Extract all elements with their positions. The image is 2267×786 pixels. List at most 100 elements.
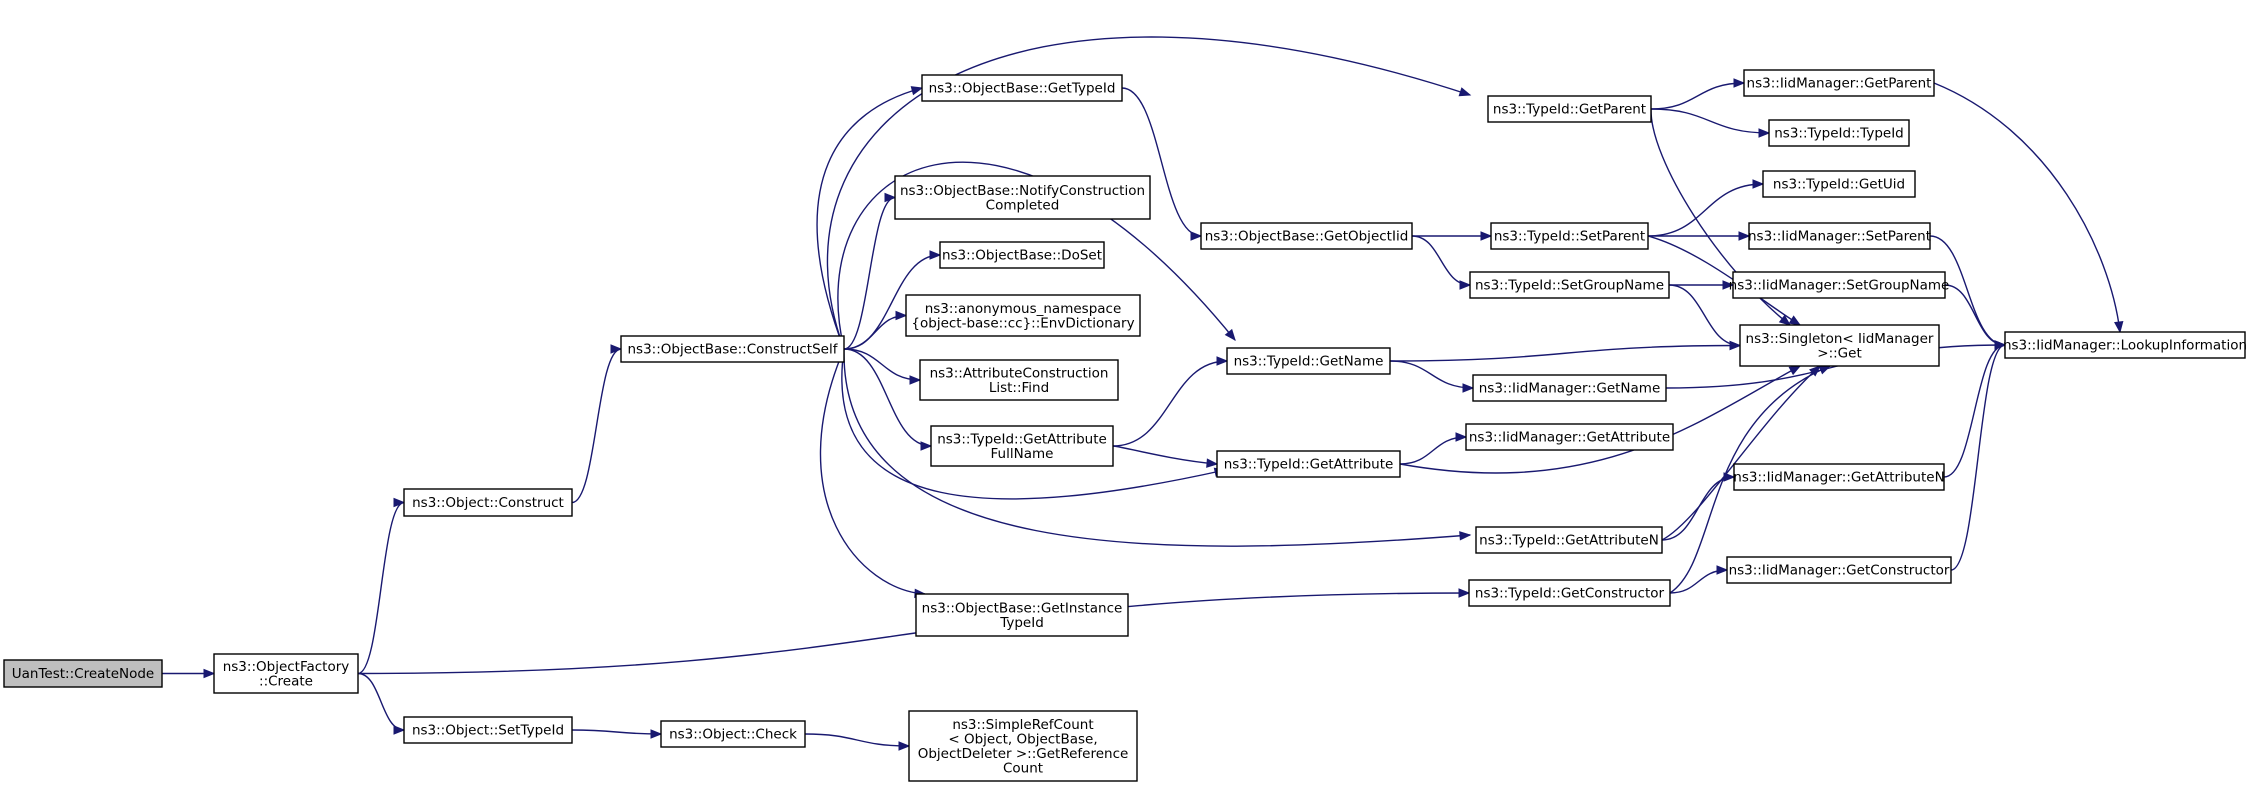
node-label: ns3::IidManager::LookupInformation bbox=[2003, 338, 2247, 354]
node-label: ns3::IidManager::SetParent bbox=[1748, 229, 1931, 245]
call-edge bbox=[843, 348, 932, 447]
call-edge bbox=[1411, 235, 1471, 286]
node-label: ns3::AttributeConstruction bbox=[930, 365, 1109, 381]
arrowhead bbox=[393, 497, 406, 508]
arrowhead bbox=[1818, 365, 1832, 375]
function-node[interactable]: ns3::IidManager::GetName bbox=[1472, 374, 1667, 402]
call-edge bbox=[1933, 82, 2121, 333]
function-node[interactable]: ns3::ObjectBase::NotifyConstructionCompl… bbox=[894, 175, 1151, 220]
arrowhead bbox=[1216, 356, 1229, 366]
node-box bbox=[1226, 347, 1391, 375]
function-node[interactable]: ns3::ObjectBase::GetObjectIid bbox=[1200, 222, 1413, 250]
function-node[interactable]: ns3::IidManager::GetAttribute bbox=[1465, 423, 1674, 451]
function-node[interactable]: ns3::TypeId::GetName bbox=[1226, 347, 1391, 375]
node-box bbox=[1490, 222, 1649, 250]
call-edge bbox=[357, 592, 1470, 675]
function-node[interactable]: ns3::IidManager::LookupInformation bbox=[2003, 331, 2247, 359]
arrowhead bbox=[1458, 87, 1472, 97]
function-node[interactable]: ns3::anonymous_namespace{object-base::cc… bbox=[905, 294, 1141, 337]
call-edge bbox=[1943, 344, 2006, 478]
arrowhead bbox=[1778, 314, 1792, 326]
function-node[interactable]: ns3::IidManager::GetAttributeN bbox=[1733, 463, 1945, 491]
node-label: ns3::IidManager::GetName bbox=[1479, 381, 1661, 397]
node-box bbox=[1475, 526, 1663, 554]
function-node[interactable]: ns3::TypeId::GetAttribute bbox=[1216, 450, 1401, 478]
call-edge bbox=[1647, 235, 1801, 326]
arrowhead bbox=[909, 375, 922, 385]
node-label: ns3::IidManager::GetAttribute bbox=[1469, 430, 1670, 446]
arrowhead bbox=[898, 741, 911, 751]
function-node[interactable]: ns3::TypeId::GetParent bbox=[1487, 95, 1652, 123]
node-label: ns3::TypeId::GetAttributeN bbox=[1479, 533, 1659, 549]
function-node[interactable]: ns3::TypeId::GetAttributeN bbox=[1475, 526, 1663, 554]
function-node[interactable]: ns3::Object::Check bbox=[660, 720, 806, 748]
function-node[interactable]: ns3::ObjectBase::ConstructSelf bbox=[620, 335, 845, 363]
function-node[interactable]: ns3::IidManager::GetParent bbox=[1743, 69, 1935, 97]
node-label: ns3::TypeId::GetAttribute bbox=[1224, 457, 1394, 473]
call-edge bbox=[357, 672, 405, 731]
call-edge bbox=[1944, 284, 2006, 346]
node-label: ns3::SimpleRefCount bbox=[952, 717, 1093, 733]
node-box bbox=[1487, 95, 1652, 123]
node-label: ns3::TypeId::GetParent bbox=[1493, 102, 1646, 118]
function-node[interactable]: ns3::Object::SetTypeId bbox=[403, 716, 573, 744]
arrowhead bbox=[203, 668, 216, 679]
arrowhead bbox=[1206, 458, 1219, 468]
function-node[interactable]: ns3::TypeId::SetGroupName bbox=[1469, 271, 1670, 299]
call-edge bbox=[357, 501, 405, 675]
arrowhead bbox=[1788, 365, 1802, 376]
node-label: ns3::Object::SetTypeId bbox=[412, 723, 564, 739]
arrowhead bbox=[1788, 315, 1802, 326]
node-box bbox=[939, 241, 1105, 269]
call-edge bbox=[1661, 476, 1735, 541]
node-box bbox=[1762, 170, 1916, 198]
nodes-layer: UanTest::CreateNode ns3::ObjectFactory::C… bbox=[3, 69, 2247, 782]
node-label: {object-base::cc}::EnvDictionary bbox=[911, 315, 1134, 331]
function-node[interactable]: ns3::IidManager::SetParent bbox=[1748, 222, 1931, 250]
node-label: ns3::ObjectBase::GetTypeId bbox=[929, 81, 1116, 97]
node-box bbox=[921, 74, 1123, 102]
arrowhead bbox=[920, 441, 933, 451]
node-label: ns3::TypeId::SetParent bbox=[1494, 229, 1645, 245]
node-box bbox=[919, 359, 1119, 401]
function-node[interactable]: ns3::ObjectBase::DoSet bbox=[939, 241, 1105, 269]
function-node[interactable]: ns3::TypeId::SetParent bbox=[1490, 222, 1649, 250]
call-edge bbox=[1650, 108, 1791, 326]
arrowhead bbox=[1480, 231, 1493, 241]
node-label: List::Find bbox=[989, 380, 1049, 396]
call-edge bbox=[1121, 87, 1202, 237]
node-label: FullName bbox=[991, 446, 1054, 462]
node-label: ns3::ObjectBase::NotifyConstruction bbox=[900, 183, 1145, 199]
function-node[interactable]: ns3::SimpleRefCount< Object, ObjectBase,… bbox=[908, 710, 1138, 782]
arrowhead bbox=[1462, 383, 1475, 393]
node-label: UanTest::CreateNode bbox=[12, 666, 154, 682]
function-node[interactable]: ns3::ObjectFactory::Create bbox=[213, 653, 359, 694]
function-node[interactable]: ns3::IidManager::SetGroupName bbox=[1729, 271, 1950, 299]
node-box bbox=[1469, 271, 1670, 299]
function-node[interactable]: ns3::Object::Construct bbox=[403, 488, 573, 517]
node-box bbox=[660, 720, 806, 748]
call-edge bbox=[804, 733, 910, 747]
node-box bbox=[1216, 450, 1401, 478]
node-box bbox=[905, 294, 1141, 337]
node-box bbox=[3, 659, 163, 688]
arrowhead bbox=[1722, 280, 1735, 290]
function-node[interactable]: ns3::Singleton< IidManager>::Get bbox=[1739, 324, 1940, 367]
function-node[interactable]: ns3::IidManager::GetConstructor bbox=[1726, 556, 1952, 584]
node-box bbox=[213, 653, 359, 694]
function-node[interactable]: ns3::TypeId::TypeId bbox=[1768, 119, 1910, 147]
function-node[interactable]: ns3::ObjectBase::GetTypeId bbox=[921, 74, 1123, 102]
arrowhead bbox=[1190, 231, 1203, 241]
function-node[interactable]: ns3::TypeId::GetConstructor bbox=[1468, 579, 1671, 607]
root-function-node[interactable]: UanTest::CreateNode bbox=[3, 659, 163, 688]
node-box bbox=[403, 488, 573, 517]
node-label: TypeId bbox=[999, 615, 1044, 631]
arrowhead bbox=[1809, 365, 1822, 377]
node-label: ns3::ObjectBase::DoSet bbox=[942, 248, 1102, 264]
function-node[interactable]: ns3::TypeId::GetUid bbox=[1762, 170, 1916, 198]
call-edge bbox=[841, 348, 1226, 500]
